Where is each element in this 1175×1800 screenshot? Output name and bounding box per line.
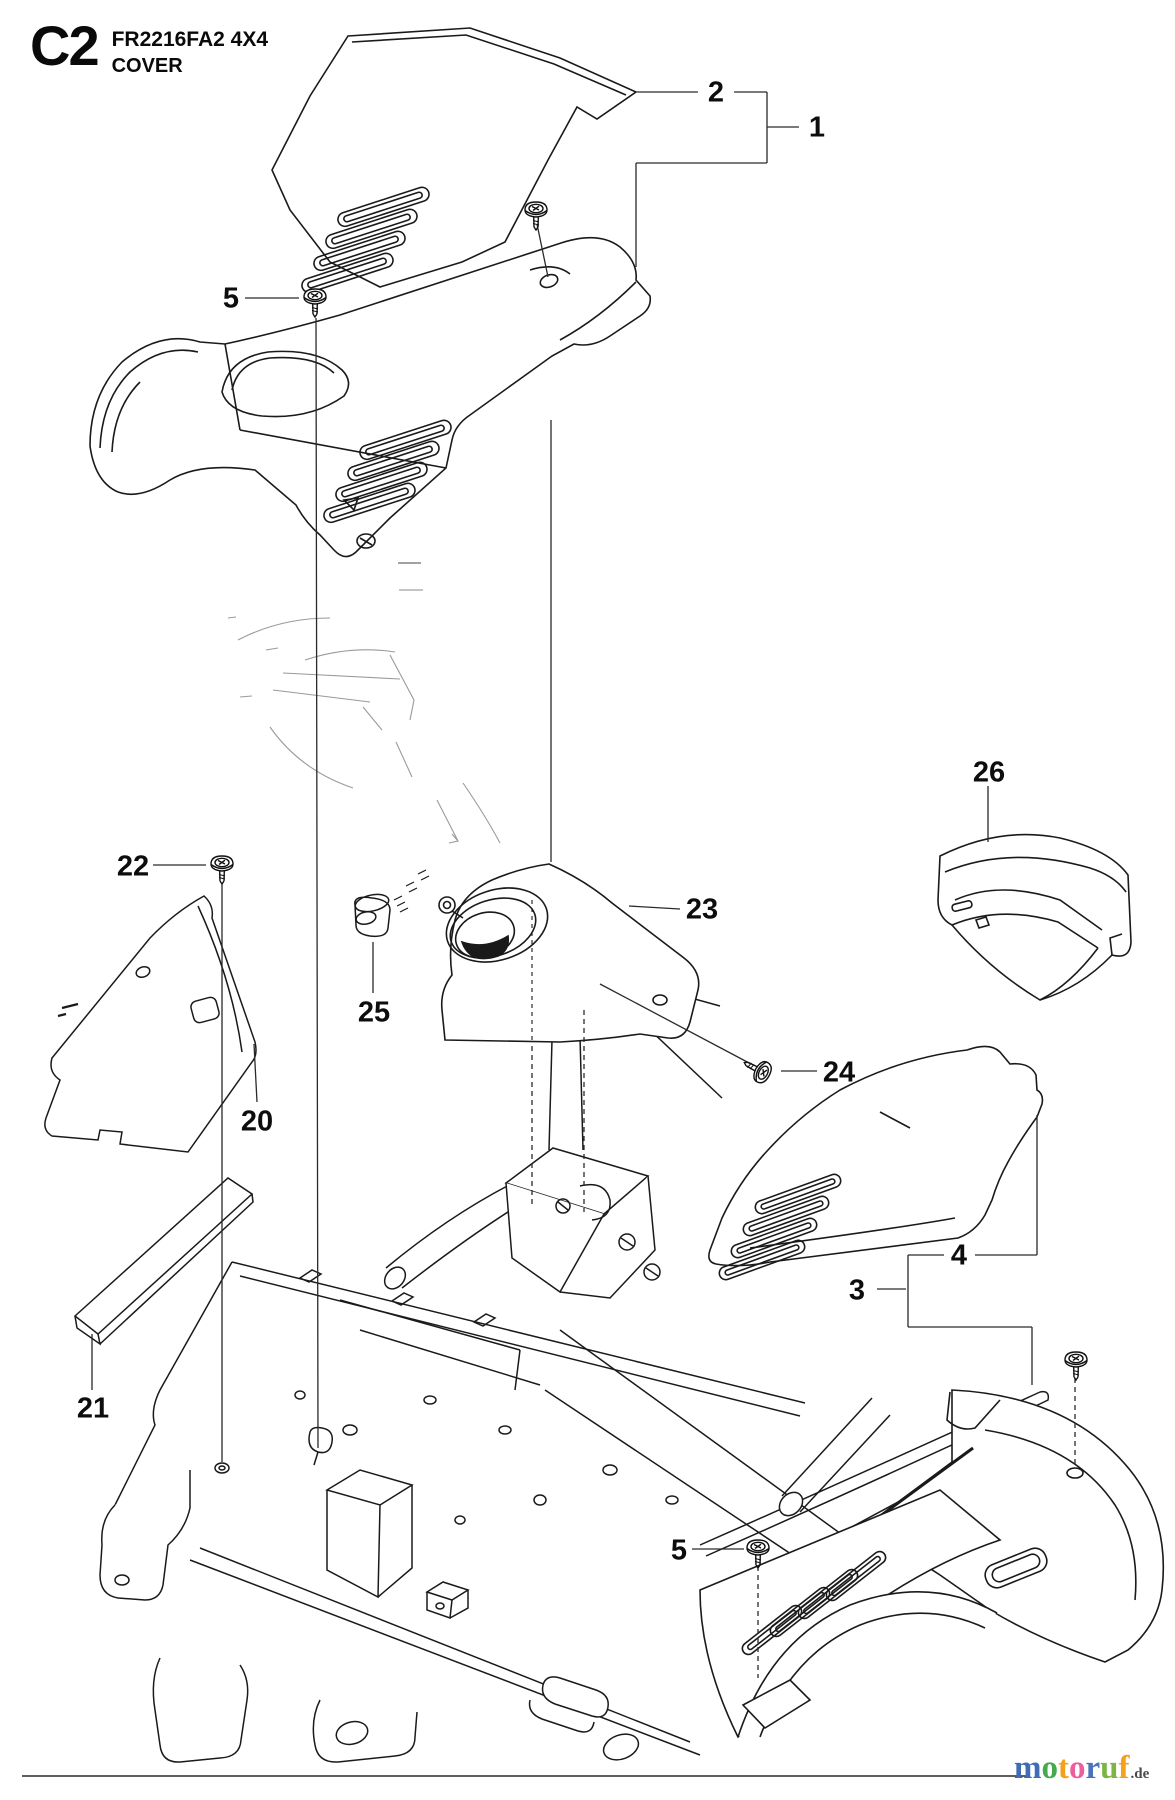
callout-20: 20	[240, 1105, 274, 1138]
callout-25: 25	[357, 996, 391, 1029]
callout-5-top: 5	[222, 282, 240, 315]
part-1-main-cover	[89, 236, 652, 558]
model-name: FR2216FA2 4X4	[111, 28, 269, 51]
part-4-vent-panel	[708, 1045, 1044, 1281]
page-header: C2 FR2216FA2 4X4 COVER	[30, 14, 269, 78]
motoruf-logo[interactable]: motoruf .de	[1014, 1750, 1149, 1787]
part-23-console-cover	[438, 863, 700, 1043]
grease-hatch-marks	[393, 869, 430, 913]
part-26-small-cover	[937, 833, 1132, 1001]
section-title: COVER	[111, 55, 183, 77]
callout-5-bottom: 5	[670, 1534, 688, 1567]
callout-1: 1	[808, 111, 826, 144]
part-bottom-fender	[699, 1489, 1002, 1739]
part-2-vent-panel	[271, 27, 638, 294]
logo-letters: motoruf	[1014, 1750, 1130, 1786]
screw-fender-right	[1064, 1351, 1088, 1381]
callout-4: 4	[950, 1239, 968, 1272]
callout-23: 23	[685, 893, 719, 926]
section-code: C2	[30, 14, 100, 77]
part-21-strip	[73, 1177, 254, 1346]
logo-suffix: .de	[1130, 1766, 1150, 1782]
callout-2: 2	[707, 76, 725, 109]
screw-22	[210, 855, 234, 885]
screw-5-top	[303, 288, 327, 318]
part-25-bushing	[354, 893, 391, 938]
ghost-steering-sketch	[227, 562, 501, 844]
part-20-side-panel	[44, 895, 257, 1153]
callout-22: 22	[116, 850, 150, 883]
callout-24: 24	[822, 1056, 856, 1089]
leader-lines	[91, 91, 1076, 1678]
callout-3: 3	[848, 1274, 866, 1307]
screw-right-top	[524, 201, 548, 231]
chassis-frame	[99, 1181, 1050, 1763]
screw-24	[738, 1052, 775, 1087]
callout-21: 21	[76, 1392, 110, 1425]
callout-26: 26	[972, 756, 1006, 789]
